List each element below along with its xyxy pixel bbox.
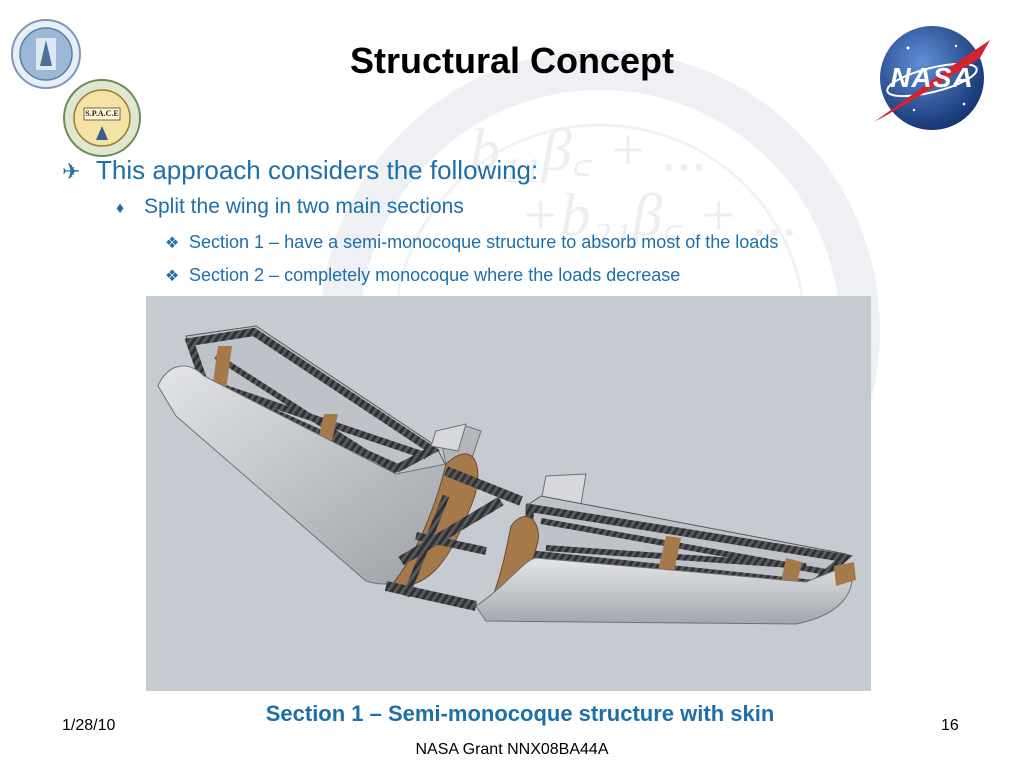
bullet-level3-text: Section 1 – have a semi-monocoque struct… [189,232,779,252]
space-lab-logo: S.P.A.C.E [62,78,142,158]
space-logo-text: S.P.A.C.E [85,109,119,118]
four-diamond-icon: ❖ [165,235,180,252]
nasa-logo-text: NASA [890,62,974,93]
bullet-level3-item: ❖ Section 1 – have a semi-monocoque struc… [165,232,778,253]
bullet-level3-item: ❖ Section 2 – completely monocoque where … [165,265,680,286]
figure-caption: Section 1 – Semi-monocoque structure wit… [265,701,775,726]
bullet-level1-text: This approach considers the following: [96,155,539,185]
bullet-level1: ✈ This approach considers the following: [62,155,538,186]
four-diamond-icon: ❖ [165,268,180,285]
wing-structure-figure [146,296,871,691]
page-number: 16 [941,717,959,734]
bullet-level2-text: Split the wing in two main sections [144,195,464,218]
footer-grant: NASA Grant NNX08BA44A [415,741,609,758]
diamond-icon: ♦ [116,200,125,217]
lab-seal-logo [10,18,82,90]
airplane-icon: ✈ [62,159,81,184]
slide-title: Structural Concept [349,40,675,81]
nasa-logo: NASA [868,18,992,138]
wing-structure-illustration [157,325,856,625]
bullet-level3-text: Section 2 – completely monocoque where t… [189,265,681,285]
bullet-level2: ♦ Split the wing in two main sections [116,195,464,219]
footer-date: 1/28/10 [62,717,116,734]
